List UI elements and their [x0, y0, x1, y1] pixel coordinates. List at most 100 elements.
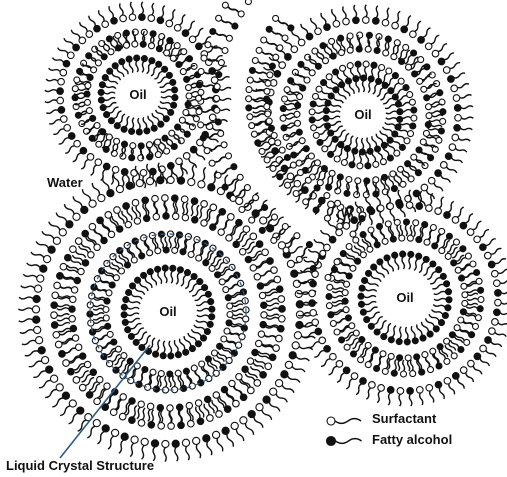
surfactant-molecule [366, 382, 375, 400]
fatty-alcohol-molecule [52, 392, 69, 407]
fatty-alcohol-molecule [101, 163, 110, 180]
surfactant-molecule [240, 380, 254, 394]
surfactant-molecule [317, 49, 328, 64]
fatty-alcohol-molecule [423, 261, 436, 276]
fatty-alcohol-molecule [397, 355, 403, 371]
fatty-alcohol-molecule [495, 290, 507, 297]
surfactant-molecule [153, 202, 159, 220]
surfactant-molecule [188, 165, 195, 186]
surfactant-molecule [174, 15, 185, 31]
surfactant-molecule [119, 403, 128, 420]
fatty-alcohol-molecule [46, 107, 64, 114]
surfactant-molecule [201, 209, 210, 226]
surfactant-molecule [327, 417, 361, 425]
liquid-crystal-structure-label: Liquid Crystal Structure [6, 458, 154, 473]
fatty-alcohol-molecule [197, 314, 215, 320]
surfactant-molecule [332, 290, 348, 296]
fatty-alcohol-molecule [359, 301, 377, 307]
fatty-alcohol-molecule [248, 411, 263, 428]
fatty-alcohol-molecule [325, 100, 341, 108]
surfactant-molecule [45, 384, 63, 398]
fatty-alcohol-molecule [459, 274, 474, 282]
fatty-alcohol-molecule [327, 44, 336, 60]
fatty-alcohol-molecule [176, 267, 183, 284]
surfactant-molecule [249, 122, 266, 129]
surfactant-molecule [382, 358, 389, 375]
fatty-alcohol-molecule [101, 349, 116, 360]
surfactant-molecule [51, 312, 70, 319]
fatty-alcohol-molecule [414, 253, 422, 270]
surfactant-molecule [223, 285, 238, 293]
surfactant-molecule [99, 10, 109, 27]
fatty-alcohol-molecule [460, 214, 473, 229]
fatty-alcohol-molecule [401, 16, 411, 33]
fatty-alcohol-molecule [140, 367, 148, 382]
surfactant-molecule [381, 229, 389, 244]
fatty-alcohol-molecule [454, 125, 472, 132]
oil-core-label: Oil [396, 290, 413, 305]
fatty-alcohol-molecule [129, 406, 137, 424]
fatty-alcohol-molecule [51, 322, 70, 329]
surfactant-molecule [150, 369, 156, 385]
surfactant-molecule [394, 219, 400, 236]
surfactant-molecule [321, 353, 336, 366]
surfactant-molecule [421, 184, 434, 199]
surfactant-molecule [204, 146, 220, 154]
surfactant-molecule [410, 360, 416, 377]
fatty-alcohol-molecule [19, 316, 40, 323]
surfactant-molecule [188, 242, 196, 257]
fatty-alcohol-molecule [162, 135, 172, 149]
fatty-alcohol-molecule [323, 115, 340, 121]
surfactant-molecule [158, 371, 164, 387]
fatty-alcohol-molecule [94, 298, 110, 304]
surfactant-molecule [452, 207, 464, 223]
surfactant-molecule [426, 193, 433, 211]
fatty-alcohol-molecule [321, 13, 330, 31]
surfactant-molecule [207, 204, 216, 221]
fatty-alcohol-molecule [396, 327, 402, 345]
fatty-alcohol-molecule [82, 230, 96, 244]
fatty-alcohol-molecule [400, 251, 406, 269]
surfactant-molecule [199, 201, 207, 219]
fatty-alcohol-molecule [397, 190, 404, 209]
fatty-alcohol-molecule [101, 279, 116, 288]
surfactant-molecule [49, 68, 67, 76]
surfactant-molecule [327, 284, 344, 290]
surfactant-molecule [266, 296, 285, 303]
surfactant-molecule [209, 157, 225, 166]
fatty-alcohol-molecule [408, 251, 414, 269]
fatty-alcohol-molecule [374, 320, 387, 335]
surfactant-molecule [198, 167, 206, 188]
surfactant-molecule [392, 11, 400, 29]
surfactant-molecule [78, 414, 92, 432]
surfactant-molecule [64, 204, 80, 220]
surfactant-molecule [326, 170, 336, 185]
surfactant-molecule [451, 84, 469, 92]
fatty-alcohol-molecule [320, 43, 330, 58]
surfactant-molecule [246, 87, 263, 93]
surfactant-molecule [492, 319, 507, 326]
surfactant-molecule [120, 3, 127, 21]
fatty-alcohol-molecule [434, 297, 452, 303]
fatty-alcohol-molecule [57, 273, 75, 281]
surfactant-molecule [108, 429, 119, 449]
surfactant-molecule [93, 307, 109, 313]
fatty-alcohol-molecule [428, 128, 445, 134]
surfactant-molecule [426, 385, 434, 403]
surfactant-molecule [129, 2, 136, 21]
surfactant-molecule [485, 249, 502, 259]
fatty-alcohol-molecule [453, 373, 465, 389]
surfactant-molecule [444, 338, 456, 350]
surfactant-molecule [215, 169, 230, 179]
surfactant-molecule [334, 281, 350, 287]
fatty-alcohol-molecule [215, 267, 228, 278]
surfactant-molecule [231, 422, 244, 441]
surfactant-molecule [103, 222, 115, 237]
fatty-alcohol-molecule [160, 341, 166, 359]
surfactant-molecule [251, 129, 267, 137]
surfactant-molecule [435, 197, 444, 215]
fatty-alcohol-molecule [387, 387, 394, 405]
surfactant-molecule [65, 344, 82, 353]
fatty-alcohol-molecule [361, 75, 367, 92]
surfactant-molecule [53, 125, 70, 135]
